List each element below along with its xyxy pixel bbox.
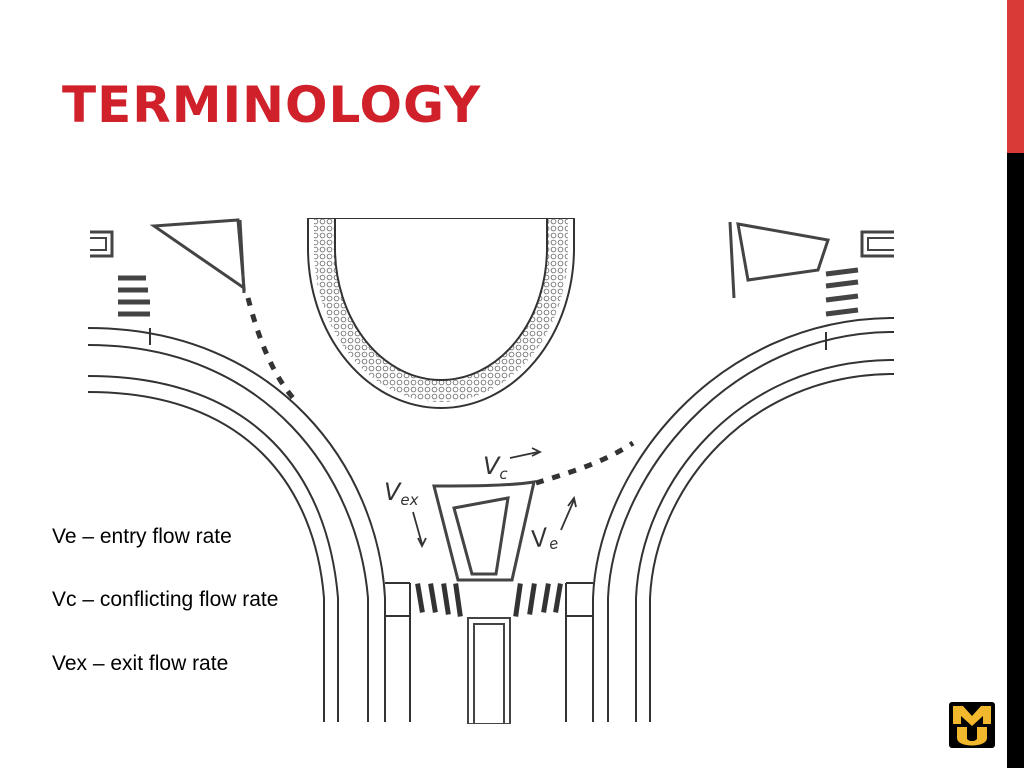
flow-label-vex: Vex bbox=[384, 478, 419, 509]
dashed-flow-paths bbox=[245, 297, 635, 486]
vc-sub: c bbox=[499, 465, 508, 483]
bottom-splitter bbox=[432, 480, 536, 724]
terms-list: Ve – entry flow rate Vc – conflicting fl… bbox=[52, 524, 278, 714]
right-road-edges bbox=[565, 317, 895, 722]
accent-bar-black bbox=[1007, 153, 1024, 768]
term-entry-flow: Ve – entry flow rate bbox=[52, 525, 232, 548]
accent-bar-red bbox=[1007, 0, 1024, 153]
central-island bbox=[307, 218, 575, 409]
ve-sub: e bbox=[547, 534, 560, 554]
flow-arrows bbox=[412, 447, 577, 549]
vex-main: V bbox=[384, 478, 402, 506]
flow-label-vc: Vc bbox=[483, 452, 508, 483]
ve-main: V bbox=[528, 523, 551, 554]
top-right-splitter bbox=[728, 221, 894, 317]
vc-main: V bbox=[483, 452, 501, 480]
left-road-edges bbox=[88, 327, 411, 722]
crosswalk-marks bbox=[415, 583, 563, 617]
top-left-splitter bbox=[90, 218, 246, 317]
flow-label-ve: Ve bbox=[528, 521, 560, 557]
term-exit-flow: Vex – exit flow rate bbox=[52, 651, 229, 675]
mizzou-logo bbox=[949, 702, 995, 748]
roundabout-diagram: Vc Vex Ve bbox=[88, 218, 895, 724]
slide-title: TERMINOLOGY bbox=[62, 76, 482, 134]
vex-sub: ex bbox=[400, 491, 418, 509]
term-conflicting-flow: Vc – conflicting flow rate bbox=[52, 588, 279, 612]
